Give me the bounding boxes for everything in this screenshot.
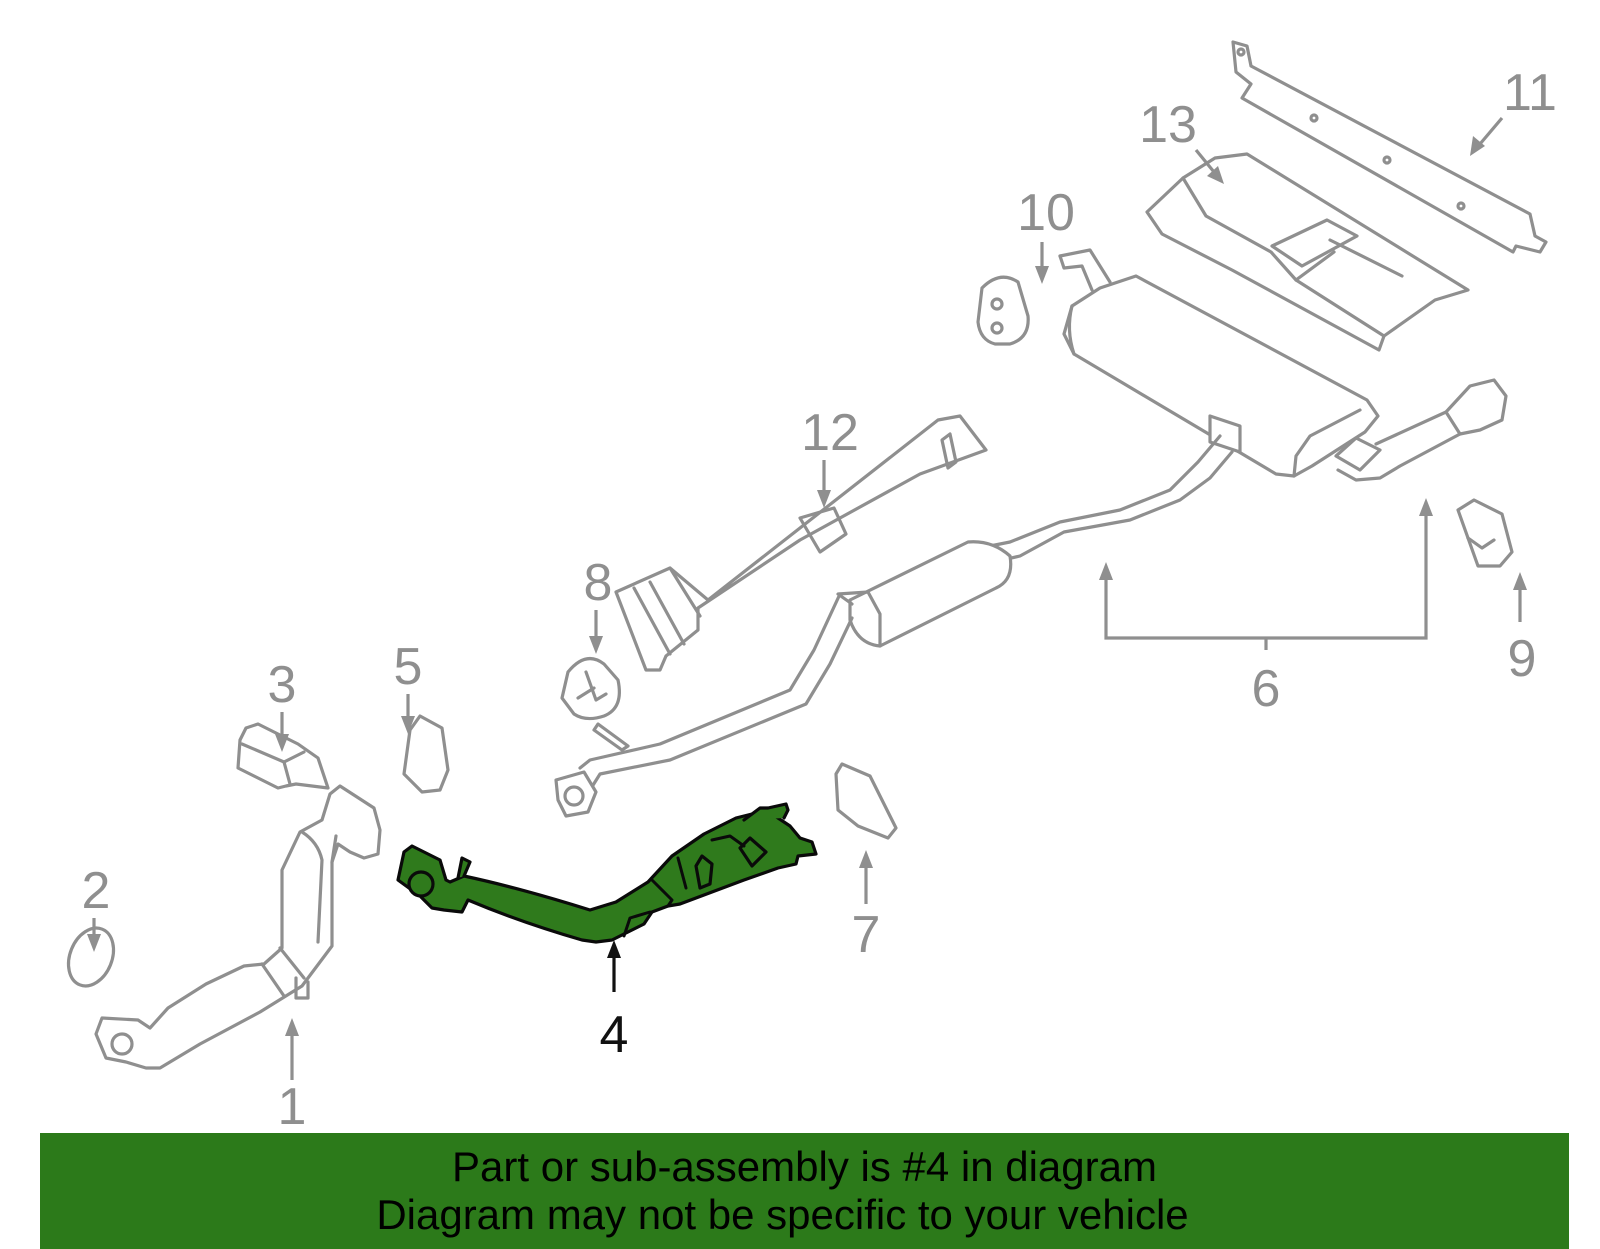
part-11-bracket: [1231, 40, 1548, 254]
callout-label: 10: [1017, 184, 1075, 242]
part-1-front-pipe: [94, 784, 382, 1070]
callout-10: 10: [1017, 184, 1075, 284]
part-2-gasket: [66, 926, 116, 988]
callout-13: 13: [1139, 96, 1224, 184]
part-13-heat-shield: [1145, 152, 1470, 352]
callout-5: 5: [394, 638, 423, 734]
callout-label: 12: [801, 404, 859, 462]
callout-2: 2: [82, 862, 111, 952]
part-7-gasket: [834, 762, 898, 840]
info-banner: Part or sub-assembly is #4 in diagram Di…: [40, 1133, 1569, 1249]
part-3-heat-shield: [236, 722, 330, 790]
callout-9: 9: [1508, 572, 1537, 688]
part-12-heat-shield: [614, 414, 988, 672]
banner-line-part: Part or sub-assembly is #4 in diagram: [452, 1143, 1157, 1190]
callout-label: 5: [394, 638, 423, 696]
callout-label: 11: [1503, 64, 1557, 122]
callout-label: 3: [268, 656, 297, 714]
callout-12: 12: [801, 404, 859, 508]
callout-7: 7: [852, 850, 881, 964]
callout-3: 3: [268, 656, 297, 752]
callout-1: 1: [278, 1018, 307, 1136]
callout-label: 2: [82, 862, 111, 920]
part-6-muffler-assembly: [554, 248, 1508, 818]
part-5-gasket: [402, 714, 450, 794]
part-8-hanger: [560, 656, 621, 721]
callout-label: 9: [1508, 630, 1537, 688]
callout-label: 13: [1139, 96, 1197, 154]
callout-label: 6: [1252, 660, 1281, 718]
part-10-hanger: [976, 275, 1030, 346]
callout-label: 1: [278, 1078, 307, 1136]
callout-11: 11: [1470, 64, 1557, 156]
banner-line-disclaimer: Diagram may not be specific to your vehi…: [376, 1191, 1189, 1238]
callout-label: 8: [584, 554, 613, 612]
callout-label: 4: [600, 1006, 629, 1064]
callout-label: 7: [852, 906, 881, 964]
part-9-hanger: [1456, 498, 1514, 568]
callout-8: 8: [584, 554, 613, 654]
callout-6: 6: [1099, 498, 1433, 718]
callout-4: 4: [600, 940, 629, 1064]
part-4-catalytic-converter: [396, 802, 818, 944]
